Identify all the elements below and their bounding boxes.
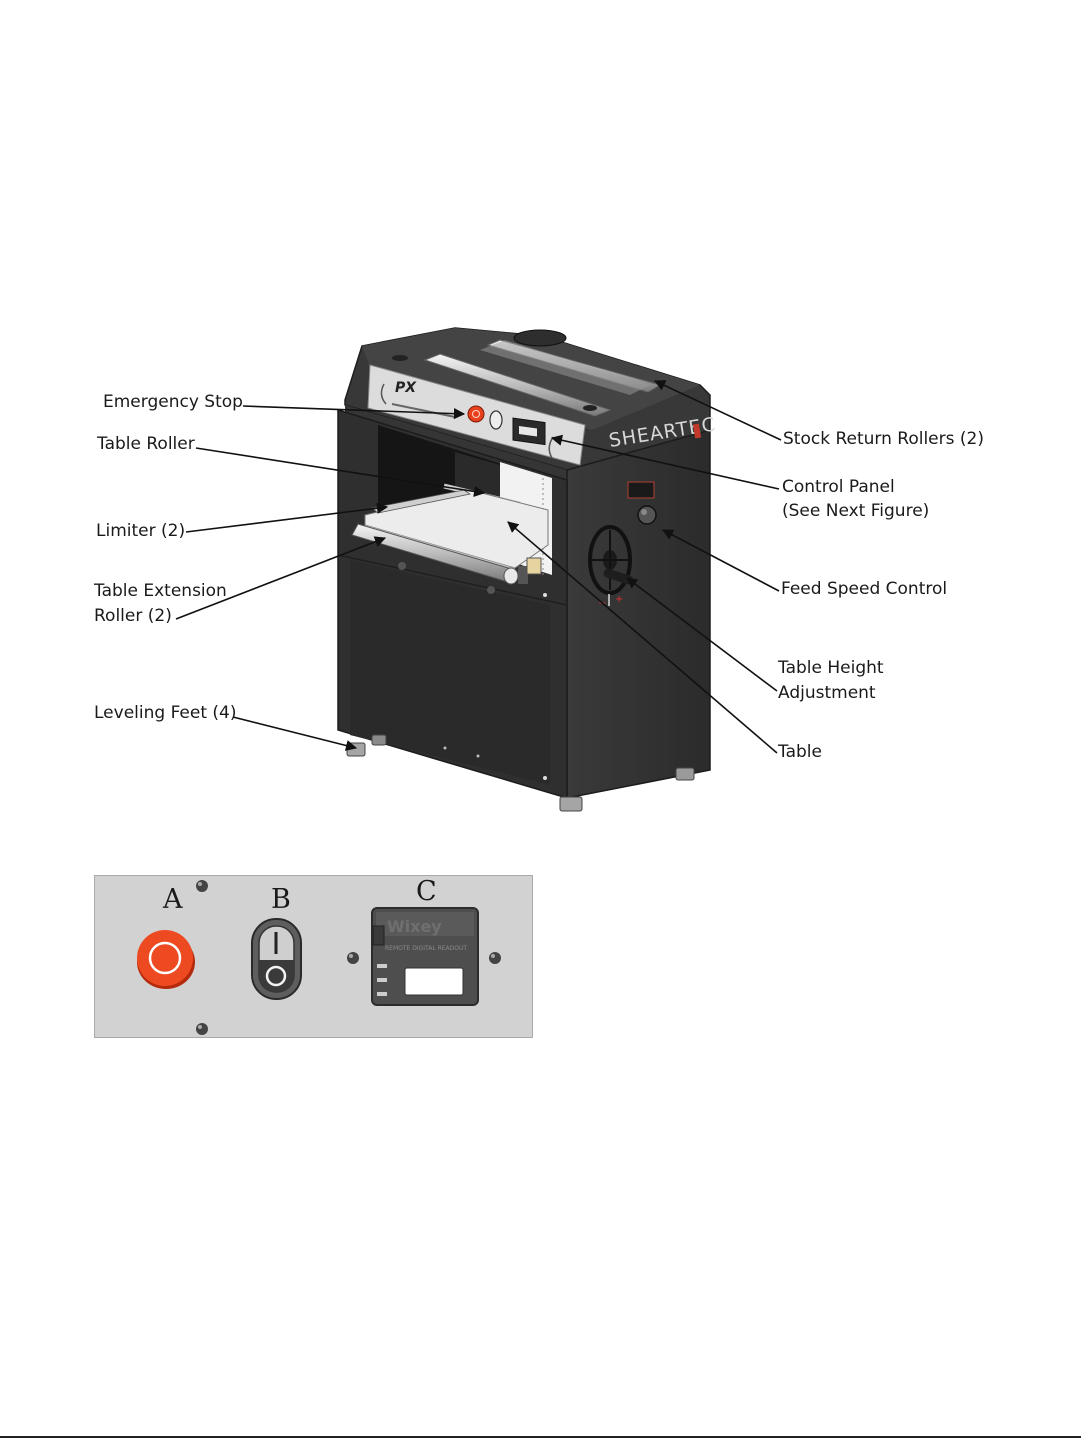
feed-speed-knob[interactable] (638, 506, 656, 524)
model-badge: PX (395, 380, 417, 396)
control-panel-detail: A B C Wixey REMOTE DIGITAL (94, 875, 533, 1038)
callout-table-extension-roller-line2: Roller (2) (94, 604, 172, 629)
callout-limiter: Limiter (2) (96, 519, 185, 544)
callout-table-roller: Table Roller (97, 432, 195, 457)
readout-brand: Wixey (387, 917, 442, 936)
callout-table: Table (778, 740, 822, 765)
start-stop-switch[interactable] (252, 919, 301, 999)
page-bottom-rule (0, 1436, 1081, 1438)
callout-stock-return-rollers: Stock Return Rollers (2) (783, 427, 984, 452)
leveling-foot (347, 743, 365, 756)
callout-leveling-feet: Leveling Feet (4) (94, 701, 236, 726)
readout-caption: REMOTE DIGITAL READOUT (385, 945, 467, 952)
head-emergency-stop[interactable] (468, 406, 484, 422)
callout-feed-speed-control: Feed Speed Control (781, 577, 947, 602)
callout-emergency-stop: Emergency Stop (103, 390, 243, 415)
callout-table-height-line1: Table Height (778, 656, 884, 681)
callout-table-extension-roller-line1: Table Extension (94, 579, 227, 604)
machine-side-panel: SHEARTEC − + (567, 413, 717, 798)
svg-text:+: + (615, 594, 623, 605)
callout-control-panel-line2: (See Next Figure) (782, 499, 929, 524)
leveling-foot (560, 797, 582, 811)
control-panel-svg: Wixey REMOTE DIGITAL READOUT (95, 876, 532, 1037)
emergency-stop-button[interactable] (137, 930, 195, 989)
readout-display (405, 968, 463, 995)
digital-readout: Wixey REMOTE DIGITAL READOUT (372, 908, 478, 1005)
callout-table-height-line2: Adjustment (778, 681, 876, 706)
callout-control-panel-line1: Control Panel (782, 475, 895, 500)
